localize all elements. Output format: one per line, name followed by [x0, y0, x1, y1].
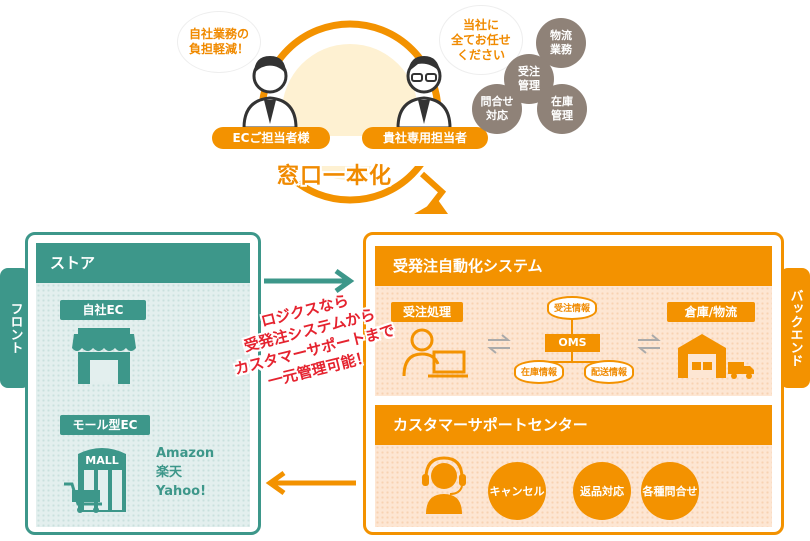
role-dedicated-staff: 貴社専用担当者: [362, 127, 488, 149]
support-title: カスタマーサポートセンター: [375, 405, 772, 445]
task-inventory: 在庫 管理: [537, 84, 587, 134]
warehouse-truck-icon: [678, 334, 754, 379]
operator-pc-icon: [402, 328, 468, 378]
support-cancel: キャンセル: [488, 462, 546, 520]
system-title: 受発注自動化システム: [375, 246, 772, 286]
db-stock-info: 在庫情報: [514, 360, 564, 384]
single-contact-title: 窓口一本化: [277, 164, 393, 189]
mall-cart-icon: MALL: [64, 448, 126, 513]
support-returns: 返品対応: [573, 462, 631, 520]
own-ec-label: 自社EC: [60, 300, 146, 320]
mall-sign-text: MALL: [85, 454, 118, 467]
mall-names: Amazon 楽天 Yahoo!: [156, 444, 214, 501]
ring-arrow-icon: [414, 171, 448, 214]
arrow-left-icon: [265, 470, 356, 496]
db-delivery-info: 配送情報: [584, 360, 634, 384]
mall-amazon: Amazon: [156, 446, 215, 461]
db-order-info: 受注情報: [547, 296, 597, 320]
mall-ec-label: モール型EC: [60, 415, 150, 435]
store-title: ストア: [36, 243, 250, 283]
exchange-right-icon: [637, 334, 661, 354]
order-processing-label: 受注処理: [391, 302, 463, 322]
task-inquiries: 問合せ 対応: [472, 84, 522, 134]
support-inquiries: 各種問合せ: [641, 462, 699, 520]
backend-side-tab: バックエンド: [780, 268, 810, 388]
store-body: [36, 283, 250, 527]
role-ec-client: ECご担当者様: [212, 127, 330, 149]
client-person-icon: [242, 56, 298, 128]
mall-rakuten: 楽天: [156, 465, 183, 480]
headset-operator-icon: [422, 456, 466, 514]
shop-icon: [72, 328, 136, 384]
oms-box: OMS: [545, 334, 600, 352]
arrow-right-icon: [264, 268, 355, 294]
mall-yahoo: Yahoo!: [156, 484, 207, 499]
staff-person-icon: [396, 56, 452, 128]
warehouse-label: 倉庫/物流: [667, 302, 755, 322]
bubble-client-benefit: 自社業務の 負担軽減！: [178, 12, 260, 72]
exchange-left-icon: [487, 334, 511, 354]
